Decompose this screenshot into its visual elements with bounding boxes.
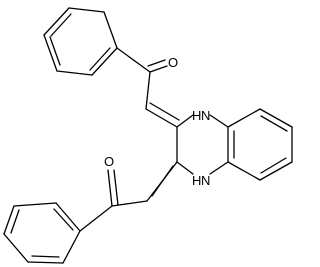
bond	[147, 59, 166, 67]
bond	[53, 208, 74, 231]
bond	[227, 161, 261, 181]
amine-n-label-top: N	[201, 108, 210, 123]
bond	[103, 11, 118, 49]
bond	[149, 102, 180, 121]
amine-n-label-bottom: N	[201, 173, 210, 188]
bond	[176, 114, 194, 128]
bond	[260, 115, 288, 132]
bond	[116, 47, 151, 73]
bond	[13, 202, 57, 207]
bottom-phenyl-ring	[3, 202, 81, 264]
bond	[3, 205, 15, 235]
bond	[209, 161, 229, 175]
bond	[260, 157, 287, 174]
bond	[27, 261, 64, 264]
bond	[62, 230, 81, 264]
bond	[49, 36, 61, 66]
bond	[149, 65, 168, 73]
top-enone-chain	[116, 47, 180, 128]
bond	[68, 7, 105, 13]
top-phenyl-ring	[43, 7, 118, 76]
pyrazine-ring	[176, 114, 229, 175]
bond	[209, 114, 229, 128]
bond	[259, 161, 293, 181]
bond	[3, 233, 29, 263]
bond	[176, 161, 194, 175]
bond	[111, 200, 148, 207]
bond	[259, 108, 293, 128]
bond	[107, 169, 113, 207]
bond	[79, 205, 113, 232]
bond	[145, 108, 178, 128]
bond	[91, 47, 118, 76]
bond	[56, 70, 93, 76]
oxygen-label-top: O	[168, 55, 178, 70]
amine-h-label-bottom: H	[192, 173, 201, 188]
bond	[50, 13, 72, 37]
bond	[43, 7, 70, 36]
bond	[145, 71, 151, 110]
bond	[10, 209, 20, 234]
bottom-enone-chain	[79, 161, 178, 232]
bond	[227, 108, 261, 128]
bond	[113, 169, 119, 206]
benzo-ring	[227, 108, 293, 181]
amine-h-label-top: H	[192, 108, 201, 123]
oxygen-label-bottom: O	[104, 154, 114, 169]
bond	[55, 202, 81, 232]
bond	[151, 165, 174, 197]
bond	[31, 255, 60, 258]
bond	[43, 34, 58, 72]
bond	[89, 47, 111, 71]
